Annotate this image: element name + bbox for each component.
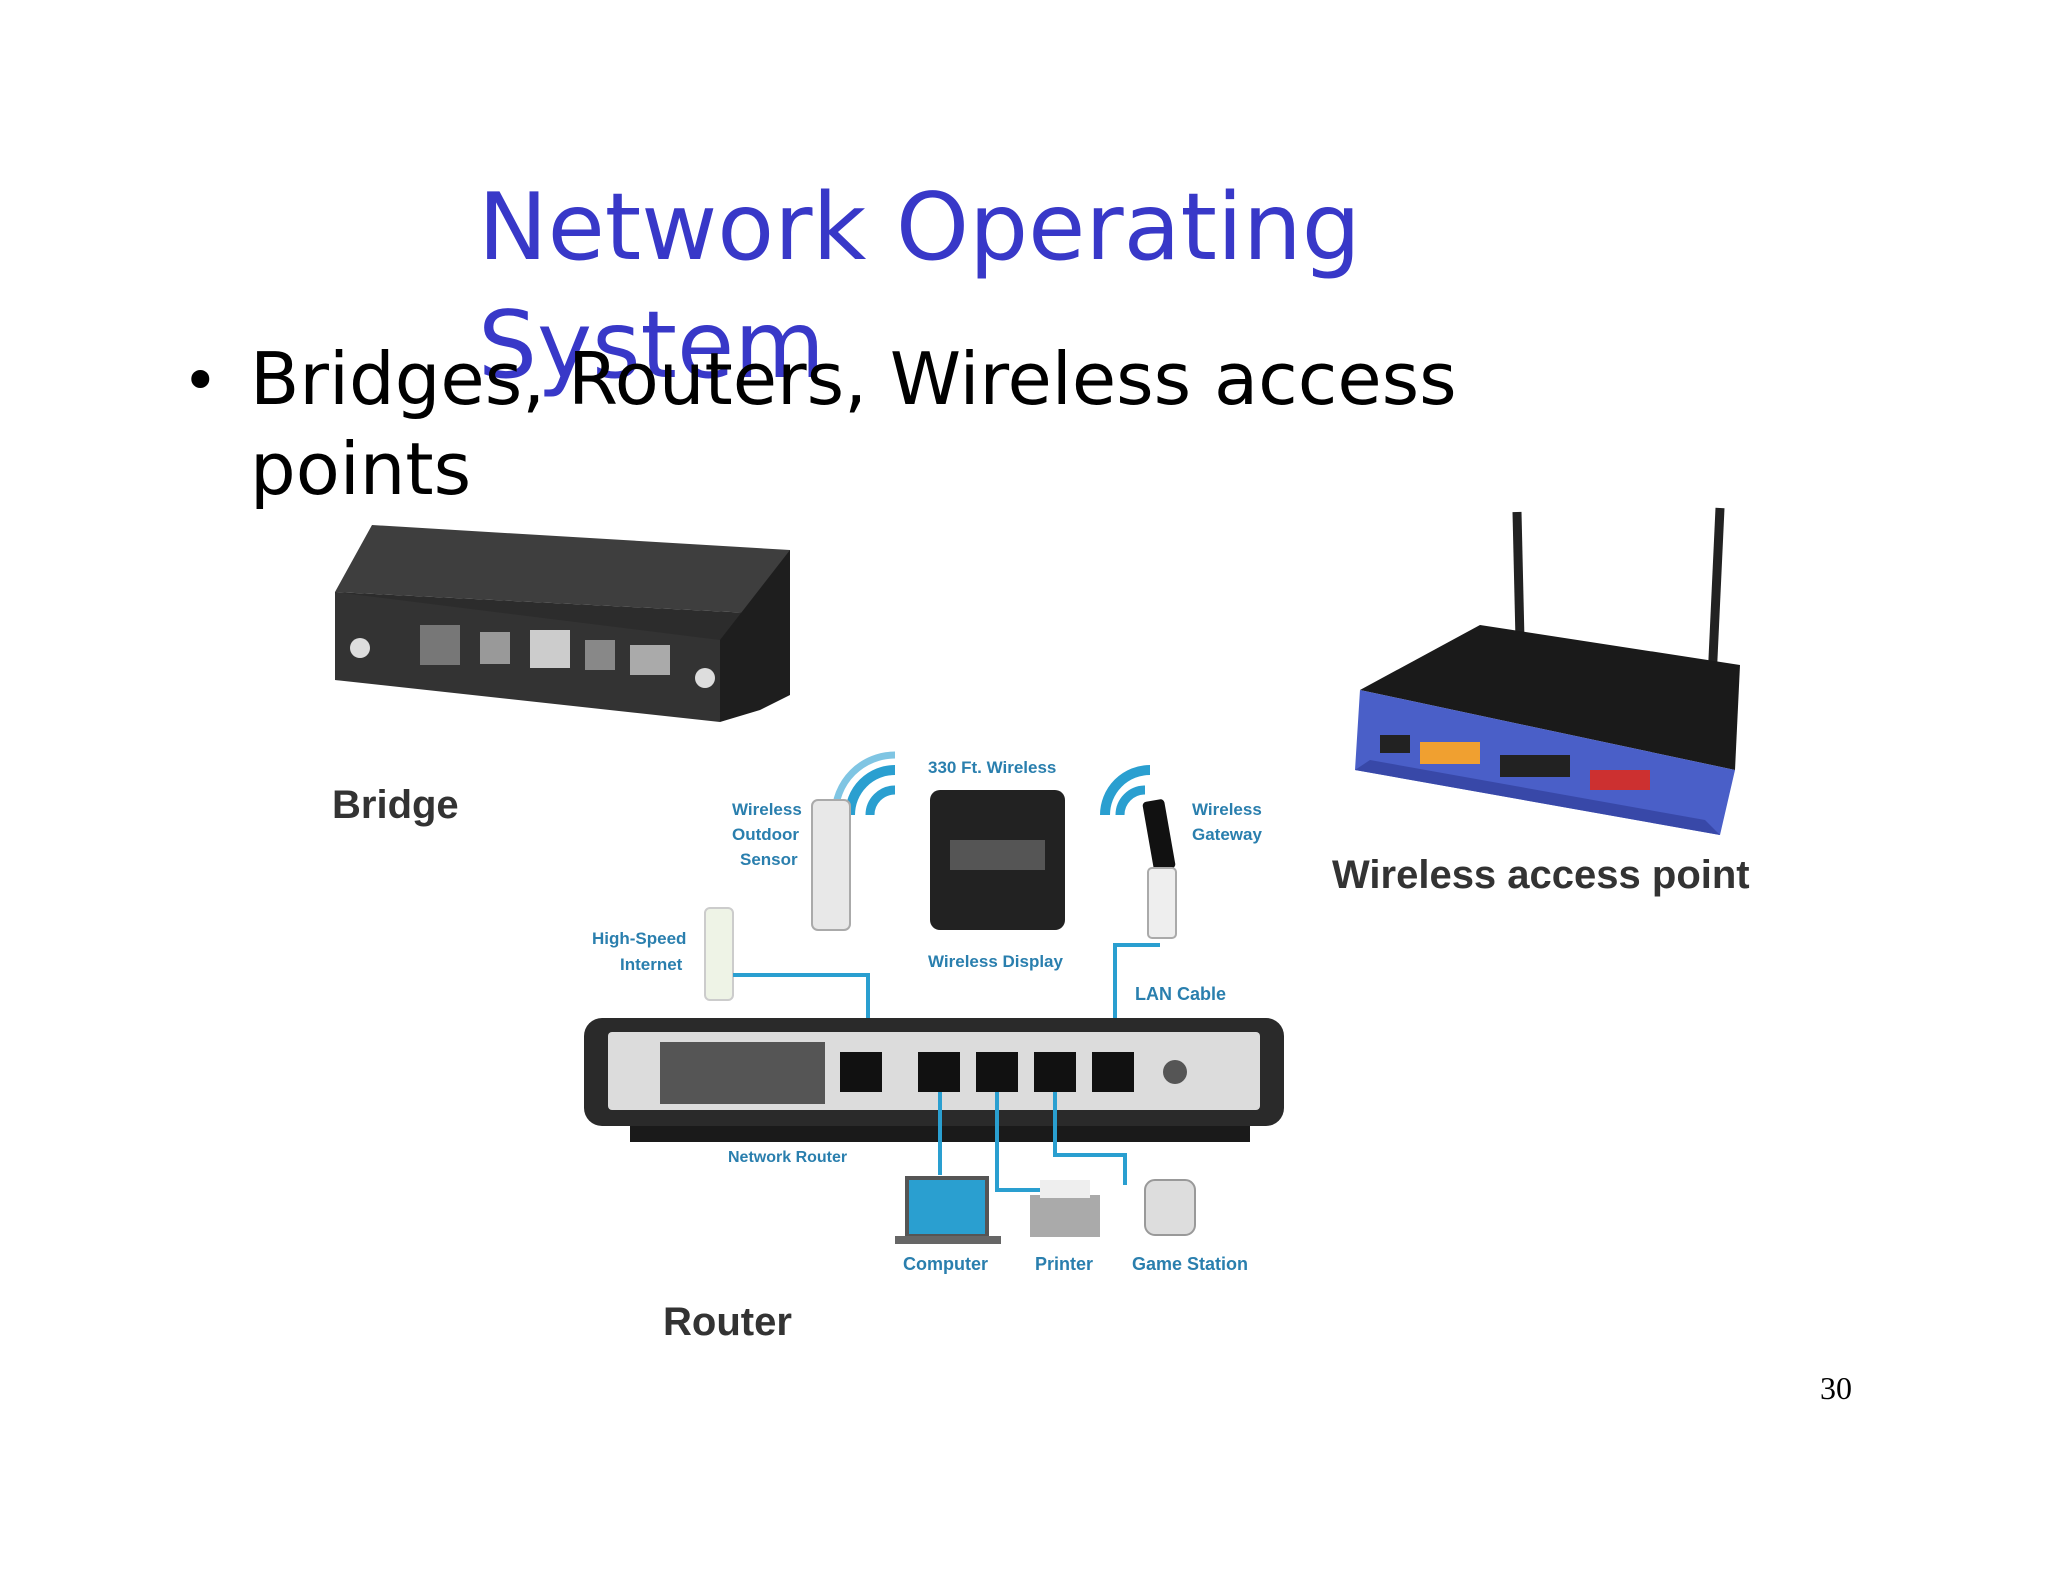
- network-router-label: Network Router: [728, 1149, 847, 1166]
- outdoor-sensor-label-line1: Wireless: [732, 800, 802, 819]
- computer-label: Computer: [903, 1254, 988, 1274]
- wap-label: Wireless access point: [1332, 853, 1750, 897]
- printer-label: Printer: [1035, 1254, 1093, 1274]
- wireless-display-label: Wireless Display: [928, 952, 1064, 971]
- gateway-label-line1: Wireless: [1192, 800, 1262, 819]
- bullet-text: Bridges, Routers, Wireless access points: [250, 337, 1457, 511]
- bullet-marker: •: [182, 344, 219, 417]
- bridge-label: Bridge: [332, 783, 459, 827]
- gateway-label-line2: Gateway: [1192, 825, 1262, 844]
- lan-cable-label: LAN Cable: [1135, 984, 1226, 1004]
- slide-title: Network Operating System: [478, 173, 1361, 399]
- wireless-range-label: 330 Ft. Wireless: [928, 758, 1056, 777]
- internet-label-line1: High-Speed: [592, 929, 686, 948]
- game-station-label: Game Station: [1132, 1254, 1248, 1274]
- bridge-device-image: [335, 525, 790, 722]
- router-label: Router: [663, 1300, 792, 1344]
- outdoor-sensor-label-line2: Outdoor: [732, 825, 799, 844]
- wireless-access-point-image: [1355, 507, 1740, 835]
- outdoor-sensor-label-line3: Sensor: [740, 850, 798, 869]
- router-network-diagram: [584, 751, 1284, 1244]
- internet-label-line2: Internet: [620, 955, 683, 974]
- page-number: 30: [1820, 1370, 1852, 1406]
